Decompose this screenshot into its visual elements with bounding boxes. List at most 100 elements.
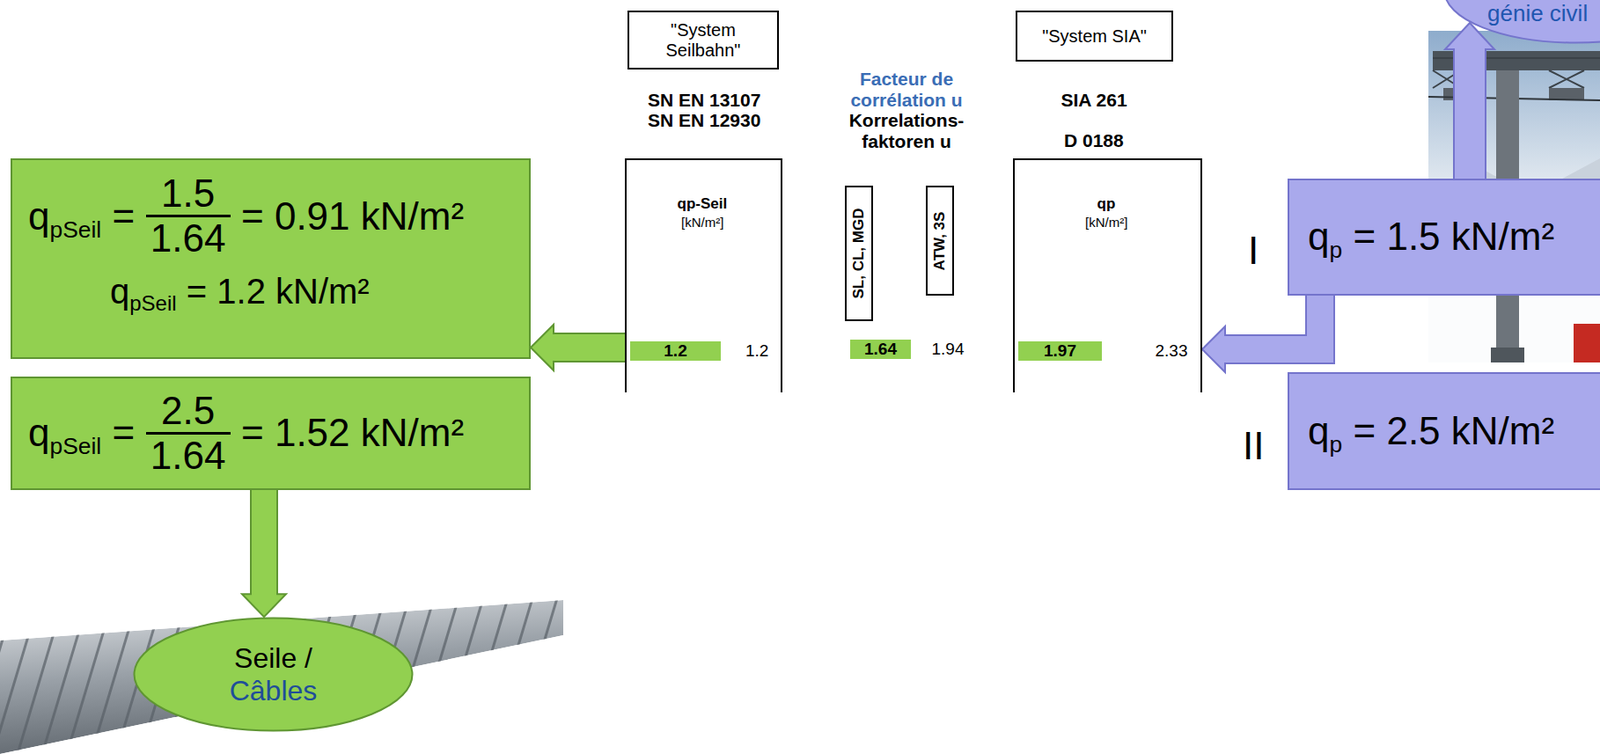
table-cell: qp-Seil [677, 195, 728, 213]
input-box: qp= 1.5 kN/m² [1287, 178, 1600, 296]
arrow-head [530, 324, 554, 371]
table-cell: 1.2 [630, 341, 721, 361]
formula-result: = 1.2 kN/m² [186, 271, 370, 312]
standard-label-cell: D 0188 [1064, 130, 1124, 152]
case-number-cell: II [1242, 424, 1264, 470]
rope-body [0, 600, 564, 754]
table-column: qp-Seil[kN/m²] 1.2 1.2 [624, 158, 783, 393]
rope-strands [0, 589, 585, 754]
table-cell: 1.64 [850, 339, 911, 360]
formula-symbol: qp [1307, 214, 1343, 260]
standard-label-cell: SIA 261 [1061, 89, 1128, 111]
column-heading-cell: Facteur de corrélation u [831, 68, 982, 111]
rope-picture [0, 589, 585, 754]
photo-sheave [1548, 88, 1585, 101]
arrow-shaft [1454, 46, 1485, 179]
column-text: 2.33 [1155, 341, 1189, 360]
symbol-subscript: p [1328, 236, 1343, 264]
rotated-label: SL, CL, MGD [851, 208, 868, 300]
ellipse-shape [1445, 0, 1600, 44]
column-heading-cell: Korrelations- faktoren u [831, 110, 982, 153]
formula-line: qpSeil=2.51.64= 1.52 kN/m² [28, 389, 464, 478]
table-cell: 1.97 [1018, 341, 1102, 361]
denominator: 1.64 [146, 214, 231, 260]
column-text: [kN/m²] [681, 214, 724, 230]
symbol-letter: q [28, 194, 50, 238]
category-box: ATW, 3S [925, 185, 955, 296]
column-heading: Korrelations- faktoren u [831, 110, 982, 153]
column-heading: Facteur de corrélation u [831, 68, 982, 111]
block-arrow [1202, 295, 1321, 373]
system-box: "System Seilbahn" [627, 10, 779, 70]
standard-label: SN EN 12930 [647, 110, 761, 131]
symbol-subscript: pSeil [49, 216, 102, 243]
formula-line: qpSeil= 1.2 kN/m² [110, 271, 370, 312]
fraction: 1.51.64 [146, 172, 231, 261]
arrow-shaft [550, 334, 625, 361]
table-cell: [kN/m²] [681, 214, 724, 230]
equals-sign: = [111, 194, 135, 240]
table-cell: [kN/m²] [1085, 214, 1128, 230]
case-number: I [1247, 228, 1259, 272]
standard-label-cell: SN EN 12930 [647, 110, 761, 132]
box-text: "System SIA" [1042, 26, 1147, 47]
table-cell-cell: 1.94 [932, 339, 965, 360]
block-arrow [242, 490, 287, 617]
symbol-subscript: pSeil [49, 433, 102, 460]
photo-cabin [1573, 323, 1600, 363]
formula-symbol: qp [1307, 409, 1343, 455]
formula-box: qpSeil=1.51.64= 0.91 kN/m²qpSeil= 1.2 kN… [10, 158, 531, 360]
formula-box: qpSeil=2.51.64= 1.52 kN/m² [10, 376, 531, 491]
ellipse-text-block: Seile /Câbles [132, 616, 414, 733]
standard-label: D 0188 [1064, 130, 1124, 151]
arrow-shaft [251, 490, 277, 597]
table-cell: 1.2 [745, 341, 769, 361]
system-box: "System SIA" [1015, 10, 1174, 62]
standard-label: SIA 261 [1061, 89, 1128, 111]
formula-symbol: qpSeil [28, 411, 102, 456]
formula-result: = 0.91 kN/m² [241, 194, 464, 240]
input-box: qp= 2.5 kN/m² [1287, 372, 1600, 491]
domain-ellipse: génie civil [1443, 0, 1600, 45]
formula-result: = 1.52 kN/m² [241, 411, 464, 456]
ellipse-text-cell: génie civil [1487, 0, 1588, 28]
rotated-text: SL, CL, MGD [850, 208, 867, 300]
symbol-letter: q [1307, 214, 1329, 258]
case-number: II [1242, 424, 1264, 468]
arrow-head [1202, 326, 1226, 373]
symbol-subscript: pSeil [129, 291, 177, 316]
arrow-head [242, 594, 287, 617]
equals-sign: = [111, 411, 135, 456]
photo-pylon-base [1490, 347, 1525, 363]
ellipse-text: Câbles [229, 675, 318, 708]
formula-line: qpSeil=1.51.64= 0.91 kN/m² [28, 172, 464, 261]
symbol-letter: q [1307, 409, 1329, 453]
fraction: 2.51.64 [146, 389, 231, 478]
formula-symbol: qpSeil [28, 194, 102, 240]
symbol-letter: q [28, 411, 50, 455]
arrow-shaft [1222, 295, 1321, 350]
box-text: "System Seilbahn" [645, 20, 762, 61]
formula-line: qp= 2.5 kN/m² [1307, 409, 1555, 455]
column-text: [kN/m²] [1085, 214, 1128, 230]
block-arrow [530, 324, 625, 371]
ellipse-text: génie civil [1487, 0, 1588, 27]
formula-symbol: qpSeil [110, 271, 177, 312]
table-column: qp[kN/m²] 1.97 2.33 [1012, 158, 1203, 393]
numerator: 1.5 [146, 172, 231, 215]
column-text: qp [1097, 195, 1116, 213]
standard-label: SN EN 13107 [647, 89, 761, 111]
symbol-subscript: p [1328, 431, 1343, 458]
table-cell: qp [1097, 195, 1116, 213]
table-cell: 2.33 [1155, 341, 1189, 361]
standard-label-cell: SN EN 13107 [647, 89, 761, 111]
column-text: 1.97 [1018, 341, 1102, 361]
ellipse-shape [134, 618, 413, 732]
case-number-cell: I [1247, 228, 1259, 274]
table-cell: 1.94 [932, 339, 965, 359]
target-ellipse: Seile /Câbles [132, 616, 414, 733]
denominator: 1.64 [146, 432, 231, 478]
ellipse-text: Seile / [234, 642, 313, 676]
column-text: 1.2 [630, 341, 721, 361]
